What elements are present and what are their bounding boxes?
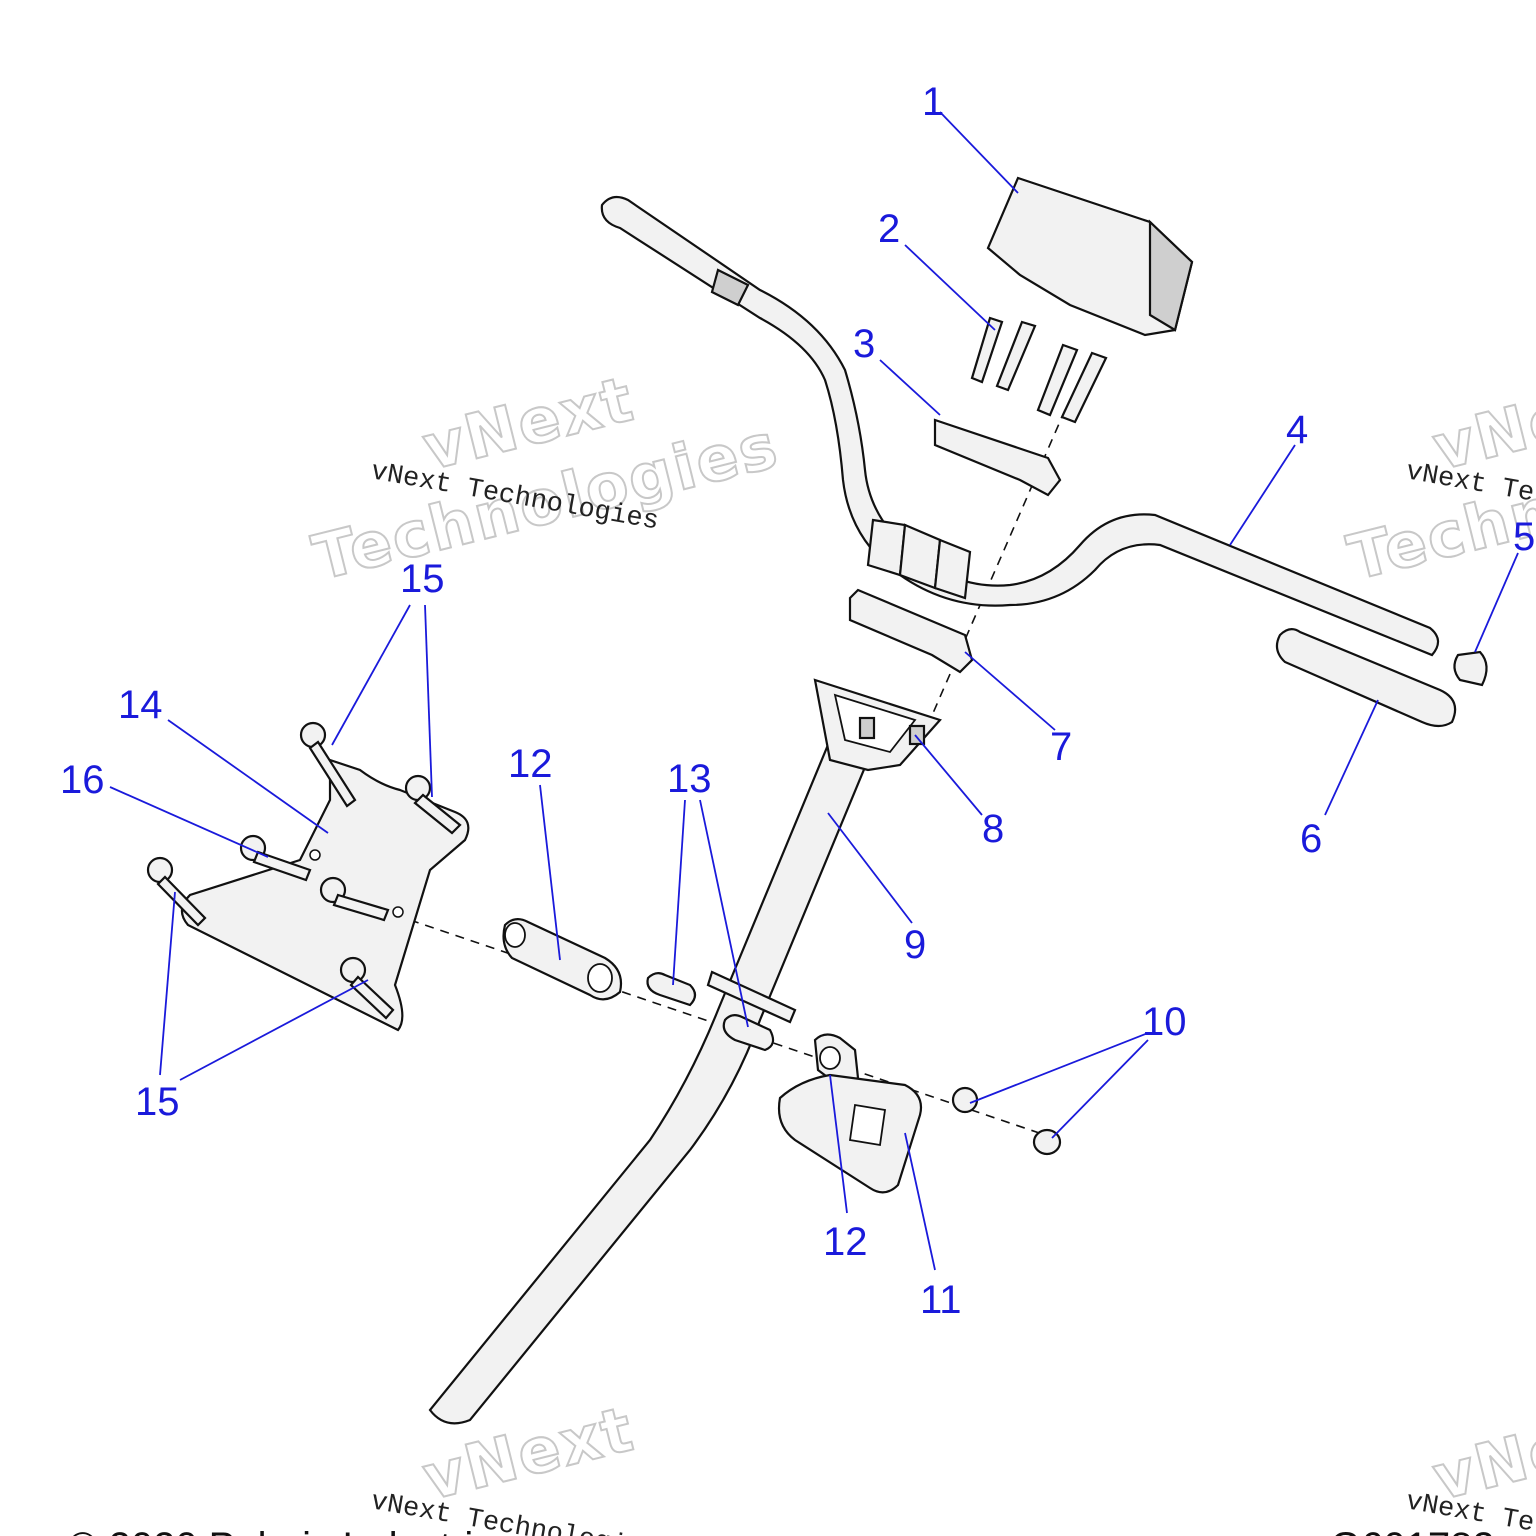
clamp-bolts [970, 316, 1108, 424]
callout-16: 16 [60, 758, 105, 802]
callout-14: 14 [118, 683, 163, 727]
callout-13: 13 [667, 757, 712, 801]
callout-5: 5 [1513, 515, 1535, 559]
lower-clamp [848, 588, 974, 674]
handlebar-pad [986, 176, 1194, 337]
plate-bolts [146, 721, 462, 1020]
callout-1: 1 [922, 80, 944, 124]
callout-4: 4 [1286, 408, 1308, 452]
handlebar [600, 195, 1440, 657]
bar-end-cap [1453, 650, 1488, 687]
watermark-right: vNe Technolo vNext Te [1340, 379, 1536, 596]
callout-15-top: 15 [400, 557, 445, 601]
bushing-right [813, 1033, 860, 1087]
callout-12-top: 12 [508, 742, 553, 786]
callout-10: 10 [1142, 1000, 1187, 1044]
callout-15-bottom: 15 [135, 1080, 180, 1124]
rear-bracket [777, 1073, 923, 1194]
watermark-bottom-left: vNext vNext Technologies [368, 1391, 660, 1536]
watermark-bottom-right: vNe vNext Te [1403, 1409, 1536, 1536]
callout-7: 7 [1050, 725, 1072, 769]
steering-post [428, 678, 942, 1425]
callout-8: 8 [982, 807, 1004, 851]
callout-12-bottom: 12 [823, 1220, 868, 1264]
callout-labels: 1 2 3 4 5 6 7 8 9 10 11 12 12 13 14 15 1… [60, 80, 1535, 1322]
watermark-top-left: vNext Technologies vNext Technologies [305, 361, 787, 596]
copyright-text: © 2020 Polaris Industries [68, 1525, 515, 1536]
figure-code: G601782 [1330, 1525, 1495, 1536]
hand-grip [1275, 628, 1457, 728]
nuts [951, 1086, 1062, 1156]
callout-3: 3 [853, 322, 875, 366]
callout-9: 9 [904, 923, 926, 967]
spacers [646, 971, 775, 1052]
callout-2: 2 [878, 207, 900, 251]
bushing-left [502, 918, 623, 1001]
callout-11: 11 [920, 1278, 962, 1322]
callout-6: 6 [1300, 817, 1322, 861]
leader-lines [109, 111, 1519, 1271]
upper-clamp [933, 418, 1062, 497]
